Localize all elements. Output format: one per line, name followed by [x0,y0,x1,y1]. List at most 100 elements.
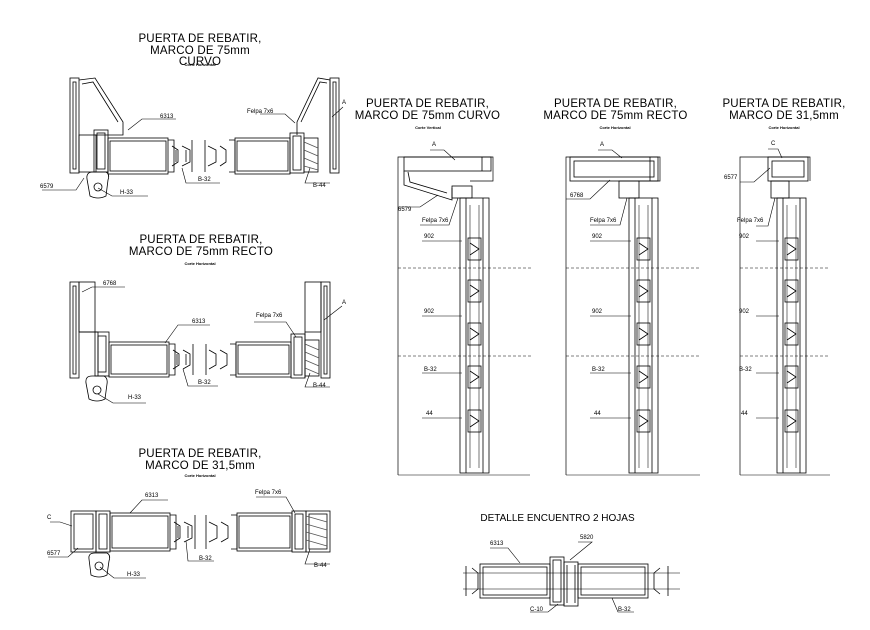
label-b32: B-32 [739,367,752,373]
glazing-clips [636,237,651,433]
section-title: PUERTA DE REBATIR, MARCO DE 75mm RECTO [126,234,276,258]
label-b44: B-44 [313,183,326,189]
label-902: 902 [592,309,603,315]
leaders [566,149,631,419]
label-c: C [47,515,52,521]
section-title: PUERTA DE REBATIR, MARCO DE 75mm CURVO [350,98,505,122]
frame-left [70,510,111,553]
leaf-left [107,137,193,175]
glazing-clips [467,237,482,433]
label-44: 44 [426,411,433,417]
detail-two-leaves [463,541,680,613]
label-6579: 6579 [40,184,54,190]
section-curvo-horizontal [42,77,344,199]
label-b32: B-32 [618,607,631,613]
label-6313: 6313 [145,493,159,499]
section-title: PUERTA DE REBATIR, MARCO DE 75mm RECTO [538,98,693,122]
glazing-clips [784,237,799,433]
leaf-right [204,137,291,175]
break-lines [566,267,700,357]
section-315-horizontal [48,496,331,579]
label-902: 902 [424,309,435,315]
label-b32: B-32 [198,380,211,386]
section-subtitle: Corte Horizontal [184,261,216,266]
label-b32: B-32 [199,556,212,562]
label-902: 902 [424,234,435,240]
frame-right [289,77,340,174]
section-title-line1: PUERTA DE REBATIR, [138,448,262,460]
section-subtitle: Corte Vertical [415,125,441,130]
detail-title: DETALLE ENCUENTRO 2 HOJAS [480,513,635,524]
section-title-line2: MARCO DE 31,5mm [729,109,839,122]
vertical-leaf [459,197,490,474]
section-title: PUERTA DE REBATIR, MARCO DE 31,5mm [714,98,854,122]
leaders [398,149,462,419]
label-b32: B-32 [592,367,605,373]
section-subtitle: Corte Horizontal [599,125,631,130]
label-h33: H-33 [120,190,134,196]
leaf-right [205,341,292,378]
label-frame: 6579 [398,207,412,213]
label-6313: 6313 [192,319,206,325]
label-a: A [432,142,437,148]
section-315-vertical [739,148,830,476]
section-subtitle: Corte Horizontal [184,62,216,67]
leaf-right [205,512,293,552]
label-frame: 6768 [570,193,584,199]
leaders [740,148,783,419]
leaders [48,496,330,579]
section-title-line2: MARCO DE 75mm RECTO [128,245,274,258]
section-recto-vertical [565,149,700,476]
label-b32: B-32 [198,177,211,183]
section-subtitle: Corte Horizontal [184,473,216,478]
section-title-line1: PUERTA DE REBATIR, [365,98,490,110]
door-handle [88,552,111,578]
label-b44: B-44 [314,563,327,569]
label-felpa: Felpa 7x6 [737,218,764,224]
label-b32: B-32 [424,367,437,373]
frame-left [69,281,110,379]
label-felpa: Felpa 7x6 [422,218,449,224]
label-44: 44 [594,411,601,417]
door-handle [86,171,110,199]
section-curvo-vertical [397,149,532,476]
frame-left [69,77,124,174]
label-c10: C-10 [530,607,544,613]
label-6768: 6768 [103,281,117,287]
label-44: 44 [741,411,748,417]
section-title-line2: MARCO DE 31,5mm [145,459,255,472]
label-h33: H-33 [128,395,142,401]
label-a: A [342,300,347,306]
leaf-left [108,341,194,378]
label-h33: H-33 [127,572,141,578]
leaders [81,286,343,404]
section-title-line1: PUERTA DE REBATIR, [722,98,846,110]
label-6313: 6313 [160,114,174,120]
section-title-line2: MARCO DE 75mm CURVO [354,109,501,122]
vertical-leaf [776,197,807,474]
label-c: C [771,141,776,147]
label-felpa: Felpa 7x6 [255,490,282,496]
label-902: 902 [739,234,750,240]
section-recto-horizontal [69,281,343,404]
section-title-line1: PUERTA DE REBATIR, [139,234,263,246]
section-title-line2: MARCO DE 75mm CURVO [150,44,250,68]
frame-right [290,281,331,379]
label-frame: 6577 [724,175,738,181]
leaf-left [109,512,196,552]
section-title-line2: MARCO DE 75mm RECTO [543,109,688,122]
vertical-leaf [628,197,659,474]
leaders [42,106,344,197]
frame-right [291,510,331,553]
break-lines [398,267,532,357]
section-title: PUERTA DE REBATIR, MARCO DE 31,5mm [130,448,270,472]
section-title-line1: PUERTA DE REBATIR, [138,33,262,45]
label-a: A [342,100,347,106]
section-subtitle: Corte Horizontal [768,125,800,130]
label-a: A [600,142,605,148]
label-6313: 6313 [490,541,504,547]
section-title: PUERTA DE REBATIR, MARCO DE 75mm CURVO [130,33,270,69]
break-lines [740,267,830,357]
